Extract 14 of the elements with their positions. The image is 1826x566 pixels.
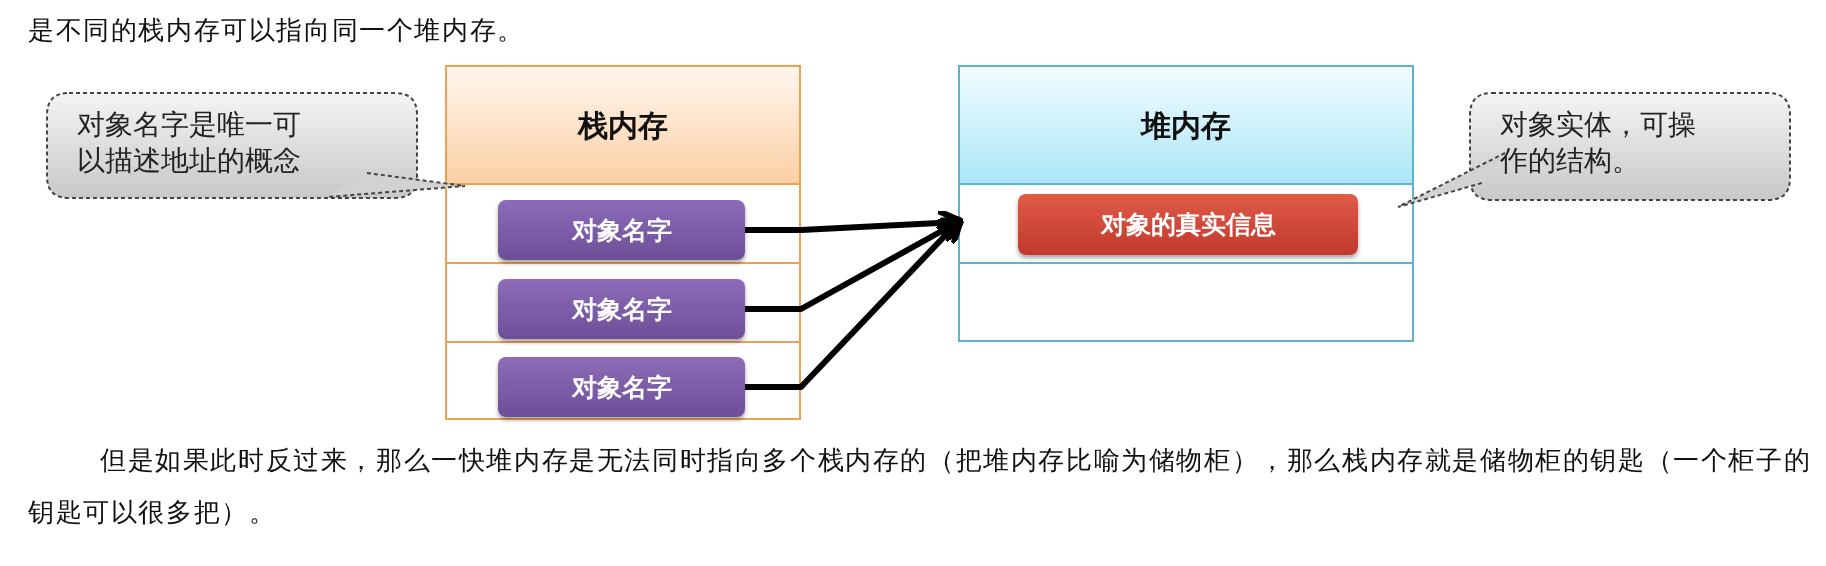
- panel-heading: 堆内存: [1141, 106, 1231, 145]
- callout-text: 对象实体，可操作的结构。: [1500, 107, 1697, 179]
- callout-text: 对象名字是唯一可以描述地址的概念: [77, 107, 302, 179]
- object-tag: 对象的真实信息: [1018, 194, 1358, 255]
- arrow: [745, 216, 966, 312]
- panel-heading: 栈内存: [578, 106, 668, 145]
- object-tag: 对象名字: [498, 200, 745, 260]
- object-tag: 对象名字: [498, 357, 745, 417]
- heap-memory-panel: [958, 65, 1414, 342]
- object-tag: 对象名字: [498, 279, 745, 339]
- paragraph: 是不同的栈内存可以指向同一个堆内存。: [28, 14, 526, 47]
- stack-memory-panel: [445, 65, 801, 420]
- arrow: [745, 215, 965, 390]
- paragraph: 但是如果此时反过来，那么一快堆内存是无法同时指向多个栈内存的（把堆内存比喻为储物柜），那么栈内存就是储物柜的钥匙（一个柜子的钥匙可以很多把）。: [28, 444, 1813, 529]
